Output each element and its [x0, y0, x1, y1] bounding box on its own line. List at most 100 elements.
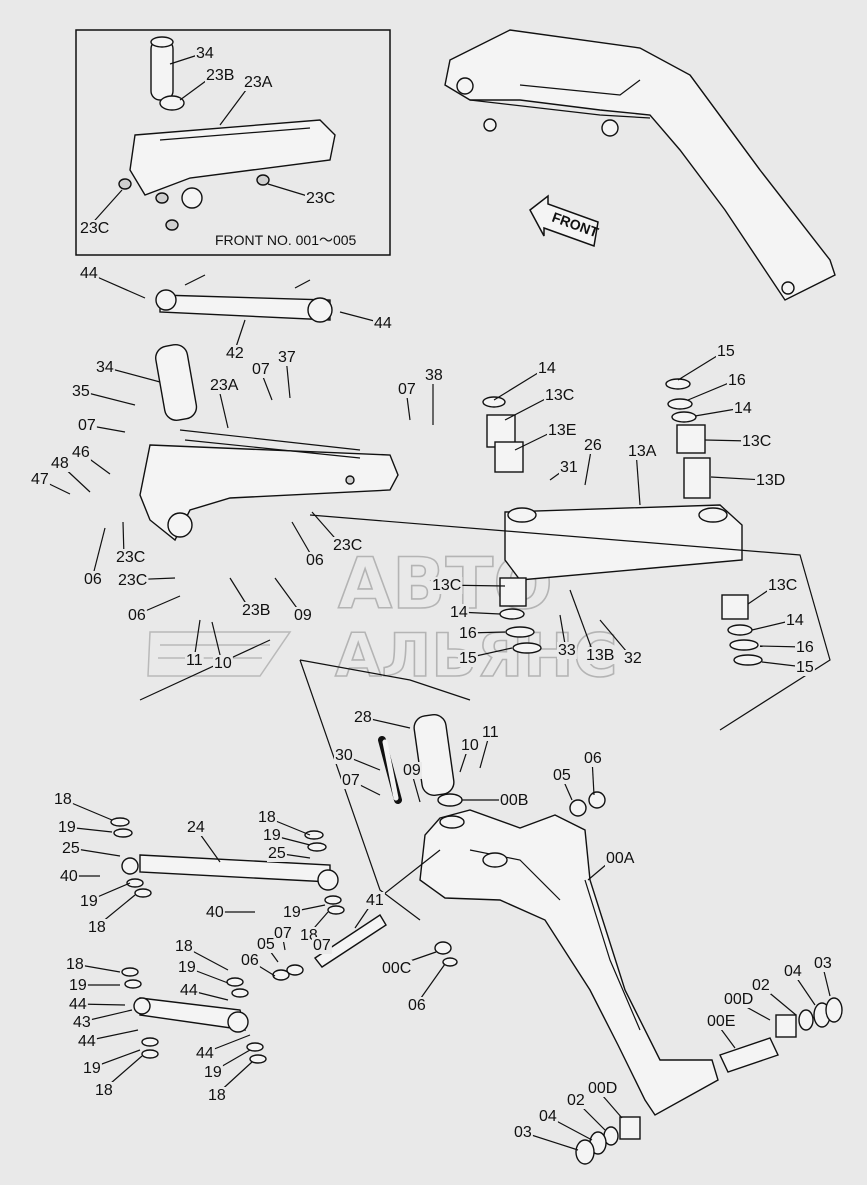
part-label-bg	[57, 819, 77, 836]
part-label-bg	[205, 904, 225, 921]
part-label-bg	[460, 737, 480, 754]
part-label-00d: 00D	[724, 991, 753, 1008]
assembled-boom-view	[444, 29, 836, 301]
part-label-bg	[241, 602, 272, 619]
part-label-03: 03	[814, 955, 832, 972]
part-label-bg	[68, 996, 88, 1013]
part-label-10: 10	[214, 655, 232, 672]
part-label-bg	[71, 444, 91, 461]
part-label-19: 19	[69, 977, 87, 994]
part-label-bg	[127, 607, 147, 624]
part-label-bg	[755, 472, 787, 489]
part-label-bg	[225, 345, 245, 362]
part-label-05: 05	[553, 767, 571, 784]
bushing-13c-d	[721, 594, 749, 620]
inset-pin-34	[150, 36, 174, 101]
part-label-26: 26	[584, 437, 602, 454]
part-label-bg	[716, 343, 736, 360]
part-label-bg	[547, 422, 578, 439]
part-label-38: 38	[425, 367, 443, 384]
part-label-bg	[783, 963, 803, 980]
bushing-13c-b	[676, 424, 706, 454]
callout-leader-line	[91, 527, 106, 580]
part-label-bg	[95, 359, 115, 376]
part-label-19: 19	[58, 819, 76, 836]
part-label-23c: 23C	[333, 537, 362, 554]
part-label-07: 07	[274, 925, 292, 942]
part-label-15: 15	[717, 343, 735, 360]
bushing-13d	[683, 457, 711, 499]
part-label-14: 14	[450, 604, 468, 621]
part-label-bg	[71, 383, 91, 400]
part-label-44: 44	[69, 996, 87, 1013]
end-washers-bottom	[575, 1116, 641, 1165]
cylinder-42	[155, 274, 333, 323]
part-label-13c: 13C	[742, 433, 771, 450]
part-label-bg	[77, 417, 97, 434]
front-direction-arrow[interactable]: FRONT	[529, 194, 601, 248]
pin-00e	[719, 1037, 779, 1073]
part-label-44: 44	[196, 1045, 214, 1062]
part-label-bg	[82, 1060, 102, 1077]
part-label-16: 16	[796, 639, 814, 656]
part-label-07: 07	[313, 937, 331, 954]
part-label-bg	[77, 1033, 97, 1050]
part-label-13d: 13D	[756, 472, 785, 489]
part-label-00c: 00C	[382, 960, 411, 977]
part-label-bg	[72, 1014, 92, 1031]
part-label-bg	[587, 1080, 619, 1097]
part-label-bg	[79, 220, 111, 237]
part-label-bg	[605, 850, 636, 867]
part-label-47: 47	[31, 471, 49, 488]
part-label-00d: 00D	[588, 1080, 617, 1097]
part-label-bg	[282, 904, 302, 921]
part-label-bg	[538, 1108, 558, 1125]
part-label-04: 04	[784, 963, 802, 980]
part-label-bg	[277, 349, 297, 366]
part-label-16: 16	[728, 372, 746, 389]
part-label-07: 07	[342, 772, 360, 789]
part-label-44: 44	[78, 1033, 96, 1050]
part-label-04: 04	[539, 1108, 557, 1125]
part-label-11: 11	[186, 652, 203, 669]
part-label-14: 14	[538, 360, 556, 377]
part-label-bg	[79, 893, 99, 910]
part-label-18: 18	[175, 938, 193, 955]
part-label-19: 19	[83, 1060, 101, 1077]
part-label-02: 02	[567, 1092, 585, 1109]
part-label-bg	[365, 892, 385, 909]
part-label-09: 09	[294, 607, 312, 624]
part-label-bg	[397, 381, 417, 398]
end-washers-right	[775, 997, 843, 1038]
part-label-bg	[305, 190, 337, 207]
part-label-bg	[795, 639, 815, 656]
part-label-46: 46	[72, 444, 90, 461]
part-label-bg	[312, 937, 332, 954]
part-label-18: 18	[95, 1082, 113, 1099]
part-label-06: 06	[241, 952, 259, 969]
part-label-bg	[186, 819, 206, 836]
part-label-bg	[256, 936, 276, 953]
part-label-bg	[499, 792, 530, 809]
part-label-40: 40	[206, 904, 224, 921]
part-label-07: 07	[398, 381, 416, 398]
part-label-16: 16	[459, 625, 477, 642]
part-label-bg	[402, 762, 422, 779]
pin-28	[413, 714, 455, 796]
part-label-23c: 23C	[306, 190, 335, 207]
part-label-32: 32	[624, 650, 642, 667]
part-label-11: 11	[482, 724, 499, 741]
washers-stack	[482, 378, 763, 666]
part-label-bg	[424, 367, 444, 384]
part-label-bg	[174, 938, 194, 955]
part-label-bg	[706, 1013, 737, 1030]
frame-23a	[139, 429, 399, 542]
part-label-41: 41	[366, 892, 384, 909]
part-label-23b: 23B	[206, 67, 234, 84]
part-label-30: 30	[335, 747, 353, 764]
part-label-bg	[87, 919, 107, 936]
part-label-bg	[795, 659, 815, 676]
part-label-35: 35	[72, 383, 90, 400]
